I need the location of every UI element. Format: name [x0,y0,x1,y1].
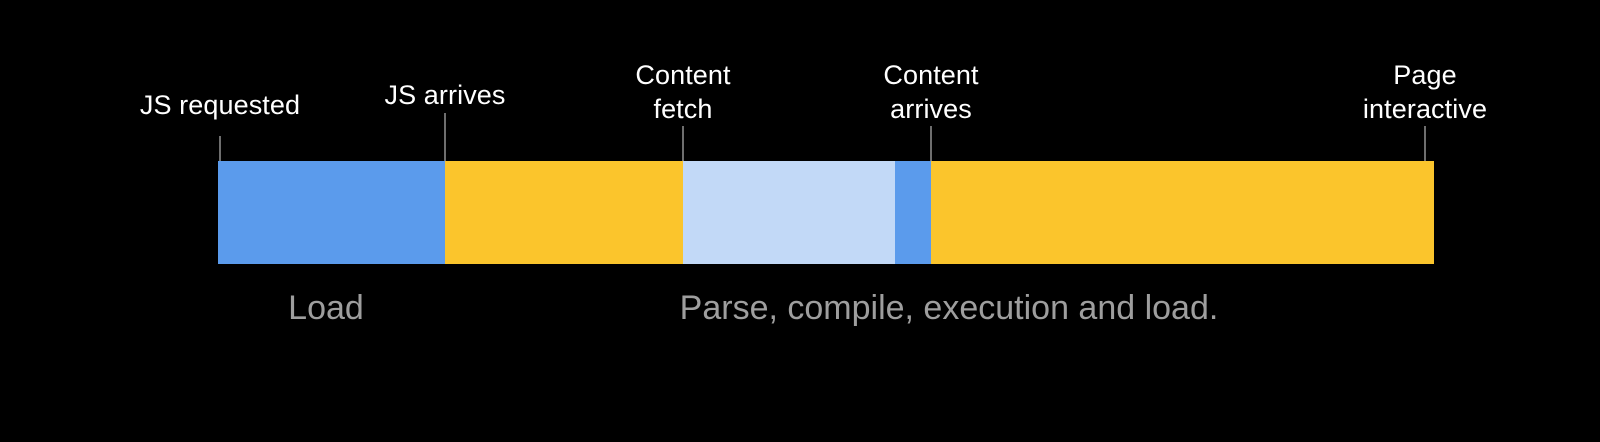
marker-label-js-arrives: JS arrives [384,80,506,110]
bar-segment-js-download [218,161,445,264]
marker-label-content-arrives: Content arrives [883,60,979,124]
bar-segment-content-fetch-wait [683,161,895,264]
timeline-bar [218,161,1434,264]
marker-tick-js-requested [219,136,221,161]
phase-caption-load-phase: Load [288,289,364,327]
marker-tick-js-arrives [444,113,446,161]
marker-label-content-fetch: Content fetch [635,60,731,124]
bar-segment-parse-compile-execute-1 [445,161,683,264]
marker-tick-content-fetch [682,126,684,161]
marker-tick-page-interactive [1424,126,1426,161]
bar-segment-content-download [895,161,931,264]
phase-caption-execute-phase: Parse, compile, execution and load. [679,289,1219,327]
marker-label-page-interactive: Page interactive [1362,60,1488,124]
marker-label-js-requested: JS requested [139,90,301,120]
bar-segment-parse-compile-execute-2 [931,161,1434,264]
marker-tick-content-arrives [930,126,932,161]
